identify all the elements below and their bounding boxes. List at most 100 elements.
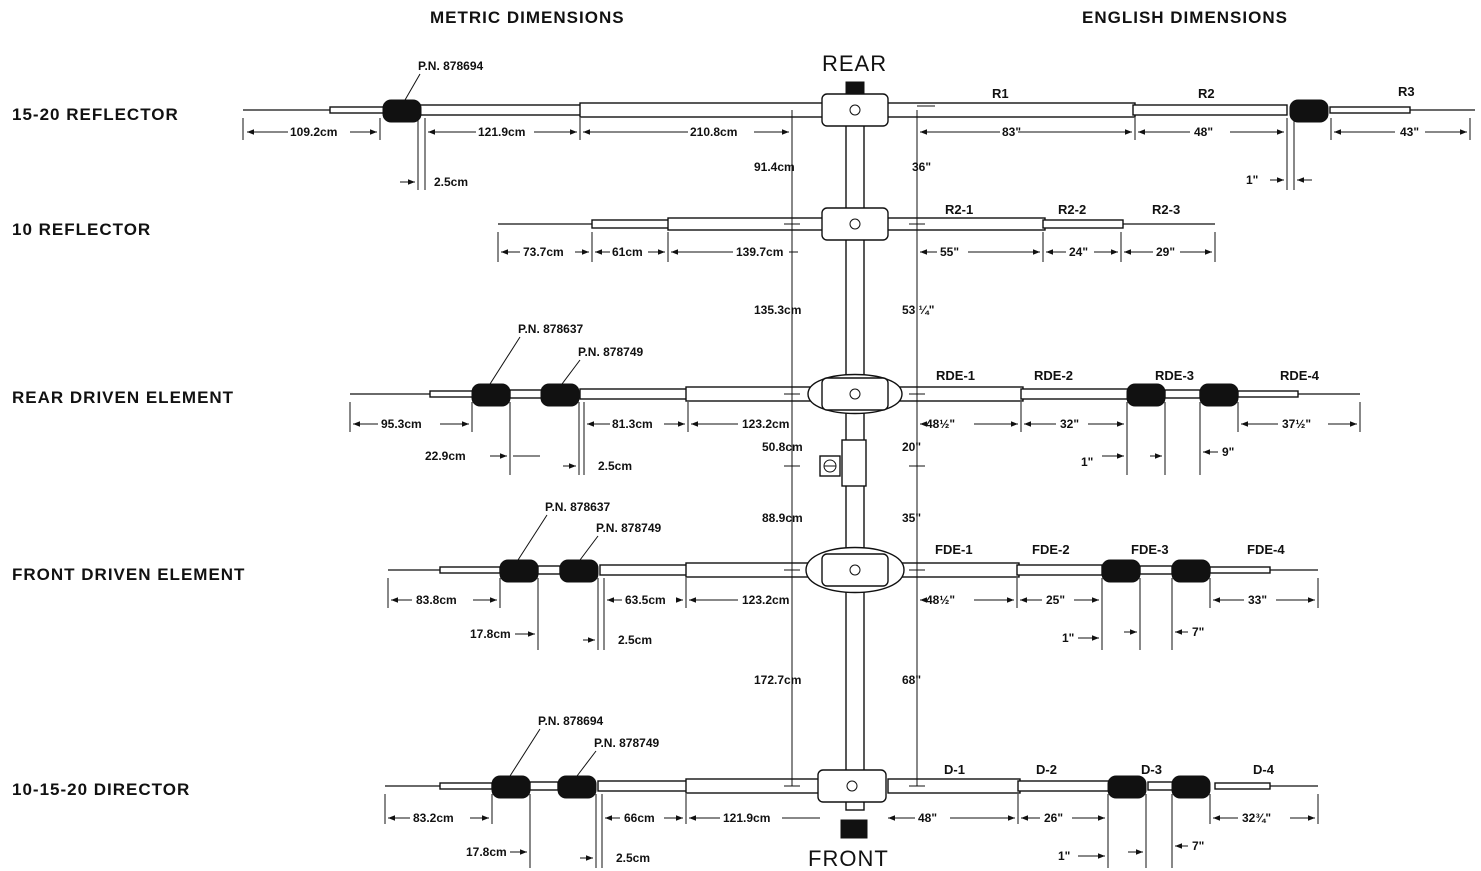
section-label: RDE-1	[936, 368, 975, 383]
section-label: R3	[1398, 84, 1415, 99]
metric-dimensions-header: METRIC DIMENSIONS	[430, 8, 625, 27]
dimension-english: 55"	[940, 245, 959, 259]
front-label: FRONT	[808, 846, 889, 871]
dimension-english: 1"	[1058, 849, 1070, 863]
spacing-lines	[784, 110, 925, 787]
dimension-metric: 210.8cm	[690, 125, 737, 139]
dimension-metric: 109.2cm	[290, 125, 337, 139]
row-label-10-reflector: 10 REFLECTOR	[12, 220, 151, 239]
dimension-lines-row1	[242, 105, 1471, 190]
dimension-metric: 2.5cm	[598, 459, 632, 473]
row-label-rear-driven-element: REAR DRIVEN ELEMENT	[12, 388, 234, 407]
spacing-metric: 50.8cm	[762, 440, 803, 454]
dimension-metric: 17.8cm	[470, 627, 511, 641]
spacing-english: 53 ¼"	[902, 303, 934, 317]
section-label: RDE-3	[1155, 368, 1194, 383]
dimension-english: 26"	[1044, 811, 1063, 825]
part-number-label: P.N. 878694	[418, 59, 483, 73]
dimension-lines-row2	[497, 232, 1216, 262]
rear-label: REAR	[822, 51, 887, 76]
dimension-metric: 66cm	[624, 811, 655, 825]
dimension-english: 83"	[1002, 125, 1021, 139]
dimension-english: 43"	[1400, 125, 1419, 139]
dimension-english: 48"	[1194, 125, 1213, 139]
section-label: FDE-4	[1247, 542, 1285, 557]
dimension-metric: 121.9cm	[478, 125, 525, 139]
section-label: D-1	[944, 762, 965, 777]
part-number-label: P.N. 878749	[596, 521, 661, 535]
dimension-lines-row3	[349, 402, 1361, 475]
dimension-english: 33"	[1248, 593, 1267, 607]
section-label: RDE-2	[1034, 368, 1073, 383]
spacing-english: 36"	[912, 160, 931, 174]
boom	[819, 81, 868, 839]
dimension-metric: 63.5cm	[625, 593, 666, 607]
spacing-english: 68"	[902, 673, 921, 687]
part-number-label: P.N. 878694	[538, 714, 603, 728]
dimension-english: 29"	[1156, 245, 1175, 259]
spacing-metric: 88.9cm	[762, 511, 803, 525]
dimension-english: 32"	[1060, 417, 1079, 431]
dimension-metric: 81.3cm	[612, 417, 653, 431]
dimension-metric: 123.2cm	[742, 593, 789, 607]
dimension-english: 7"	[1192, 839, 1204, 853]
dimension-english: 32¾"	[1242, 811, 1271, 825]
section-label: D-4	[1253, 762, 1275, 777]
dimension-metric: 61cm	[612, 245, 643, 259]
dimension-metric: 83.8cm	[416, 593, 457, 607]
section-label: R1	[992, 86, 1009, 101]
dimension-english: 1"	[1246, 173, 1258, 187]
dimension-metric: 123.2cm	[742, 417, 789, 431]
dimension-metric: 139.7cm	[736, 245, 783, 259]
part-number-label: P.N. 878637	[518, 322, 583, 336]
spacing-metric: 91.4cm	[754, 160, 795, 174]
dimension-english: 1"	[1062, 631, 1074, 645]
section-label: R2-1	[945, 202, 973, 217]
part-number-label: P.N. 878749	[578, 345, 643, 359]
spacing-english: 35"	[902, 511, 921, 525]
dimension-metric: 95.3cm	[381, 417, 422, 431]
dimension-lines-row5	[384, 794, 1319, 868]
dimension-metric: 17.8cm	[466, 845, 507, 859]
dimension-english: 48½"	[926, 417, 955, 431]
row-label-15-20-reflector: 15-20 REFLECTOR	[12, 105, 179, 124]
section-label: R2-2	[1058, 202, 1086, 217]
english-dimensions-header: ENGLISH DIMENSIONS	[1082, 8, 1288, 27]
element-rear-driven	[350, 373, 1360, 415]
section-label: D-2	[1036, 762, 1057, 777]
element-10-reflector	[498, 207, 1215, 241]
section-label: FDE-1	[935, 542, 973, 557]
spacing-english: 20"	[902, 440, 921, 454]
dimension-metric: 22.9cm	[425, 449, 466, 463]
section-label: RDE-4	[1280, 368, 1320, 383]
dimension-metric: 83.2cm	[413, 811, 454, 825]
element-15-20-reflector	[243, 93, 1475, 127]
section-label: R2	[1198, 86, 1215, 101]
section-label: FDE-2	[1032, 542, 1070, 557]
dimension-metric: 121.9cm	[723, 811, 770, 825]
dimension-english: 48½"	[926, 593, 955, 607]
part-number-label: P.N. 878637	[545, 500, 610, 514]
dimension-metric: 2.5cm	[616, 851, 650, 865]
dimension-metric: 73.7cm	[523, 245, 564, 259]
spacing-metric: 135.3cm	[754, 303, 801, 317]
row-label-10-15-20-director: 10-15-20 DIRECTOR	[12, 780, 190, 799]
section-label: R2-3	[1152, 202, 1180, 217]
dimension-lines-row4	[387, 578, 1319, 650]
element-front-driven	[388, 546, 1318, 594]
element-director	[385, 769, 1318, 803]
part-number-label: P.N. 878749	[594, 736, 659, 750]
dimension-english: 48"	[918, 811, 937, 825]
dimension-metric: 2.5cm	[434, 175, 468, 189]
dimension-english: 24"	[1069, 245, 1088, 259]
dimension-english: 7"	[1192, 625, 1204, 639]
dimension-english: 1"	[1081, 455, 1093, 469]
dimension-english: 25"	[1046, 593, 1065, 607]
dimension-english: 9"	[1222, 445, 1234, 459]
dimension-metric: 2.5cm	[618, 633, 652, 647]
dimension-english: 37½"	[1282, 417, 1311, 431]
section-label: FDE-3	[1131, 542, 1169, 557]
row-label-front-driven-element: FRONT DRIVEN ELEMENT	[12, 565, 245, 584]
spacing-metric: 172.7cm	[754, 673, 801, 687]
